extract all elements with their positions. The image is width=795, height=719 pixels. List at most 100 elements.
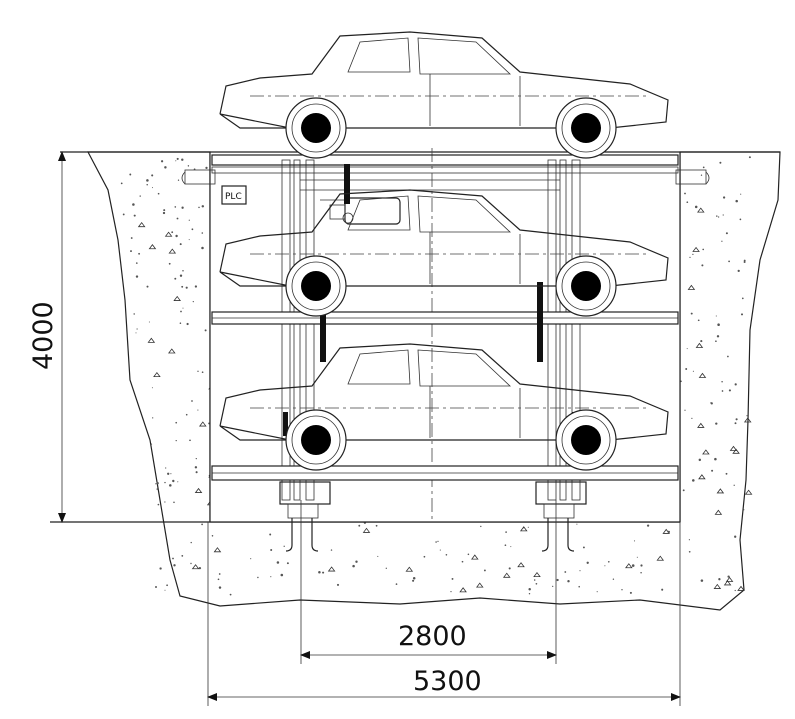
concrete-aggregate bbox=[201, 205, 205, 208]
concrete-aggregate bbox=[173, 501, 175, 504]
right-column-frame bbox=[547, 159, 581, 501]
car-top-level bbox=[219, 31, 669, 159]
concrete-aggregate bbox=[711, 469, 714, 472]
concrete-aggregate bbox=[276, 561, 280, 564]
concrete-aggregate bbox=[218, 586, 222, 589]
concrete-aggregate bbox=[734, 589, 736, 592]
concrete-aggregate bbox=[702, 248, 705, 251]
concrete-aggregate bbox=[528, 588, 531, 591]
concrete-aggregate bbox=[185, 286, 188, 289]
concrete-aggregate bbox=[741, 297, 744, 300]
concrete-aggregate bbox=[155, 586, 157, 588]
concrete-aggregate bbox=[122, 213, 125, 216]
concrete-aggregate bbox=[437, 540, 439, 543]
concrete-aggregate bbox=[725, 576, 734, 582]
car-windows bbox=[347, 195, 512, 233]
concrete-aggregate bbox=[631, 564, 635, 567]
middle-platform bbox=[211, 311, 679, 325]
concrete-aggregate bbox=[552, 585, 554, 588]
concrete-aggregate bbox=[713, 583, 722, 589]
concrete-aggregate bbox=[471, 554, 479, 560]
concrete-aggregate bbox=[201, 523, 203, 526]
outer-span-dimension: 5300 bbox=[207, 522, 681, 706]
concrete-aggregate bbox=[737, 585, 745, 591]
concrete-aggregate bbox=[190, 541, 192, 544]
concrete-aggregate bbox=[694, 205, 698, 209]
concrete-aggregate bbox=[604, 565, 606, 567]
concrete-aggregate bbox=[385, 567, 387, 569]
car-wheel-hub bbox=[301, 113, 331, 143]
concrete-aggregate bbox=[502, 572, 511, 578]
concrete-aggregate bbox=[717, 216, 720, 218]
concrete-aggregate bbox=[691, 417, 693, 419]
concrete-aggregate bbox=[698, 458, 702, 462]
concrete-aggregate bbox=[182, 307, 184, 309]
concrete-aggregate bbox=[687, 284, 696, 290]
concrete-aggregate bbox=[697, 319, 700, 322]
concrete-aggregate bbox=[567, 579, 570, 583]
concrete-aggregate bbox=[180, 310, 182, 313]
concrete-aggregate bbox=[194, 487, 203, 493]
concrete-aggregate bbox=[179, 243, 182, 246]
concrete-aggregate bbox=[682, 489, 685, 492]
concrete-aggregate bbox=[135, 262, 138, 264]
concrete-aggregate bbox=[172, 557, 174, 560]
concrete-aggregate bbox=[156, 481, 159, 485]
concrete-aggregate bbox=[395, 583, 398, 585]
concrete-aggregate bbox=[533, 571, 541, 578]
drive-motor-unit bbox=[320, 197, 401, 225]
concrete-aggregate bbox=[734, 535, 737, 538]
concrete-aggregate bbox=[640, 564, 643, 567]
concrete-aggregate bbox=[721, 381, 723, 383]
concrete-aggregate bbox=[146, 184, 148, 186]
concrete-aggregate bbox=[177, 481, 179, 483]
concrete-aggregate bbox=[173, 564, 176, 567]
concrete-aggregate bbox=[181, 158, 184, 161]
concrete-aggregate bbox=[172, 479, 175, 483]
concrete-aggregate bbox=[205, 166, 208, 170]
right-base-support bbox=[535, 481, 587, 552]
concrete-aggregate bbox=[270, 549, 273, 551]
concrete-aggregate bbox=[740, 193, 742, 195]
concrete-aggregate bbox=[155, 483, 157, 485]
concrete-aggregate bbox=[733, 484, 735, 486]
concrete-aggregate bbox=[596, 591, 598, 593]
concrete-aggregate bbox=[690, 312, 693, 315]
concrete-aggregate bbox=[700, 174, 703, 176]
concrete-aggregate bbox=[607, 560, 610, 563]
concrete-aggregate bbox=[508, 567, 511, 570]
concrete-aggregate bbox=[725, 472, 728, 475]
concrete-aggregate bbox=[187, 165, 190, 167]
concrete-aggregate bbox=[450, 591, 452, 593]
concrete-aggregate bbox=[151, 387, 153, 389]
concrete-aggregate bbox=[136, 328, 138, 330]
concrete-aggregate bbox=[181, 555, 184, 557]
concrete-aggregate bbox=[181, 206, 184, 209]
car-wheel-rim bbox=[291, 103, 341, 153]
concrete-aggregate bbox=[715, 340, 717, 343]
concrete-aggregate bbox=[129, 173, 132, 176]
concrete-aggregate bbox=[698, 372, 707, 378]
concrete-aggregate bbox=[148, 244, 157, 250]
concrete-aggregate bbox=[283, 545, 285, 547]
concrete-aggregate bbox=[162, 211, 166, 215]
concrete-aggregate bbox=[743, 417, 752, 423]
concrete-aggregate bbox=[204, 329, 207, 332]
concrete-aggregate bbox=[130, 250, 132, 253]
inner-span-dimension: 2800 bbox=[300, 500, 557, 664]
concrete-aggregate bbox=[189, 439, 191, 442]
car-middle-level bbox=[219, 189, 669, 317]
concrete-aggregate bbox=[168, 262, 171, 265]
outer-span-dimension-label: 5300 bbox=[413, 666, 482, 697]
concrete-aggregate bbox=[185, 413, 188, 416]
concrete-aggregate bbox=[688, 550, 691, 553]
concrete-aggregate bbox=[198, 566, 202, 570]
concrete-aggregate bbox=[377, 555, 379, 557]
concrete-aggregate bbox=[168, 348, 176, 354]
concrete-aggregate bbox=[564, 571, 567, 573]
concrete-aggregate bbox=[737, 269, 740, 273]
concrete-aggregate bbox=[725, 232, 728, 235]
concrete-aggregate bbox=[504, 544, 507, 547]
car-wheel-hub bbox=[301, 425, 331, 455]
concrete-aggregate bbox=[176, 157, 179, 160]
